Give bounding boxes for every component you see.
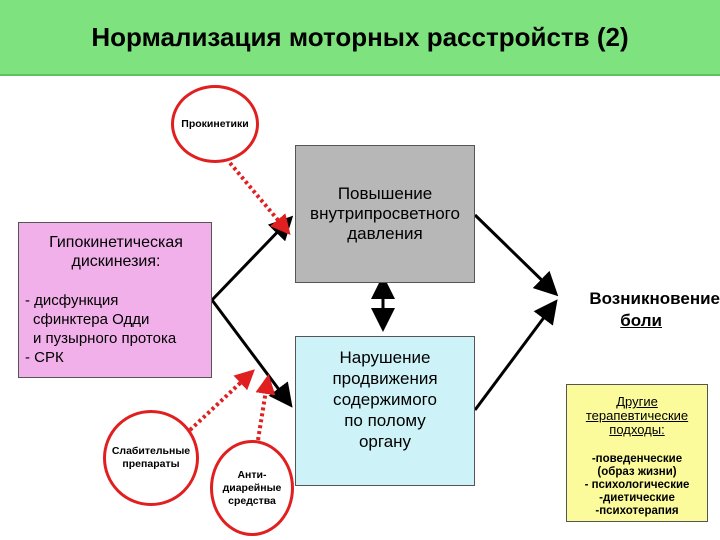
other-item-4: -диетические	[599, 492, 675, 504]
pressure-line-2: внутрипросветного	[310, 204, 460, 223]
other-heading-line-3: подходы:	[609, 422, 665, 437]
pain-line-2: боли	[620, 311, 662, 330]
antidiarrheal-line-2: диарейные	[222, 481, 282, 494]
dyskinesia-heading: Гипокинетическая дискинезия:	[25, 233, 207, 271]
motility-line-5: органу	[358, 432, 412, 451]
pressure-box: Повышение внутрипросветного давления	[295, 145, 475, 283]
other-item-2: (образ жизни)	[597, 466, 677, 478]
antidiarrheal-line-3: средства	[228, 494, 276, 507]
laxatives-circle: Слабительные препараты	[103, 410, 199, 506]
pressure-line-3: давления	[347, 224, 423, 243]
other-approaches-heading: Другие терапевтические подходы:	[567, 395, 707, 437]
motility-line-4: по полому	[344, 411, 426, 430]
dotted-arrow-antidiarrheal	[255, 374, 276, 441]
prokinetics-circle: Прокинетики	[171, 85, 259, 163]
pressure-line-1: Повышение	[337, 184, 433, 203]
other-heading-line-1: Другие	[616, 394, 658, 409]
dyskinesia-line-1: - дисфункция	[25, 292, 119, 309]
laxatives-line-1: Слабительные	[111, 445, 191, 457]
arrow-dyskinesia-to-pressure	[210, 215, 294, 302]
arrow-dyskinesia-to-motility	[210, 299, 293, 408]
laxatives-line-2: препараты	[122, 458, 180, 470]
antidiarrheal-circle: Анти- диарейные средства	[210, 440, 294, 536]
dyskinesia-line-4: - СРК	[25, 349, 64, 366]
dyskinesia-heading-line-2: дискинезия:	[71, 253, 161, 270]
dyskinesia-heading-line-1: Гипокинетическая	[49, 234, 183, 251]
motility-line-1: Нарушение	[339, 348, 431, 367]
pain-line-1: Возникновение	[589, 289, 720, 308]
arrow-pressure-to-pain	[473, 213, 559, 297]
prokinetics-label: Прокинетики	[181, 117, 249, 130]
dyskinesia-box: Гипокинетическая дискинезия: - дисфункци…	[18, 222, 212, 378]
arrow-motility-to-pain	[473, 299, 558, 411]
pain-label: Возникновение боли	[548, 288, 720, 332]
other-item-5: -психотерапия	[595, 505, 679, 517]
dotted-arrow-laxatives	[188, 369, 255, 432]
other-item-3: - психологические	[584, 479, 690, 491]
dyskinesia-line-2: сфинктера Одди	[33, 311, 150, 328]
motility-line-2: продвижения	[332, 369, 438, 388]
antidiarrheal-line-1: Анти-	[237, 468, 267, 481]
dotted-arrow-prokinetics	[228, 161, 291, 236]
other-heading-line-2: терапевтические	[585, 408, 689, 423]
motility-box: Нарушение продвижения содержимого по пол…	[295, 336, 475, 486]
other-approaches-box: Другие терапевтические подходы: -поведен…	[566, 384, 708, 522]
dyskinesia-line-3: и пузырного протока	[33, 330, 177, 347]
page-title: Нормализация моторных расстройств (2)	[0, 0, 720, 76]
motility-line-3: содержимого	[333, 390, 437, 409]
other-item-1: -поведенческие	[591, 453, 683, 465]
